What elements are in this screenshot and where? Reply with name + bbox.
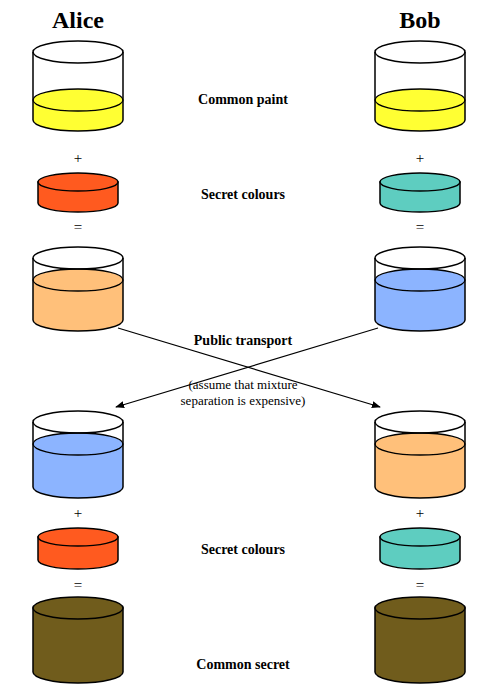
column-heading: Bob — [399, 6, 440, 35]
secret-colour-disk — [38, 528, 118, 569]
secret-colour-disk — [38, 173, 118, 212]
paint-can — [33, 411, 123, 498]
operator-symbol: = — [416, 576, 424, 594]
common-secret-can — [375, 597, 465, 683]
paint-can — [375, 411, 465, 498]
operator-symbol: = — [74, 576, 82, 594]
note: (assume that mixture separation is expen… — [168, 377, 318, 408]
paint-can — [33, 41, 123, 131]
operator-symbol: + — [74, 504, 82, 522]
paint-can — [375, 247, 465, 331]
step-label: Public transport — [194, 333, 292, 350]
step-label: Common secret — [196, 657, 289, 674]
paint-can — [375, 41, 465, 131]
secret-colour-disk — [380, 528, 460, 569]
operator-symbol: = — [416, 218, 424, 236]
common-secret-can — [33, 597, 123, 683]
step-label: Secret colours — [201, 542, 285, 559]
step-label: Secret colours — [201, 187, 285, 204]
secret-colour-disk — [380, 173, 460, 212]
paint-can — [33, 247, 123, 331]
operator-symbol: + — [416, 149, 424, 167]
operator-symbol: = — [74, 218, 82, 236]
operator-symbol: + — [74, 149, 82, 167]
column-heading: Alice — [52, 6, 104, 35]
operator-symbol: + — [416, 504, 424, 522]
step-label: Common paint — [198, 92, 288, 109]
